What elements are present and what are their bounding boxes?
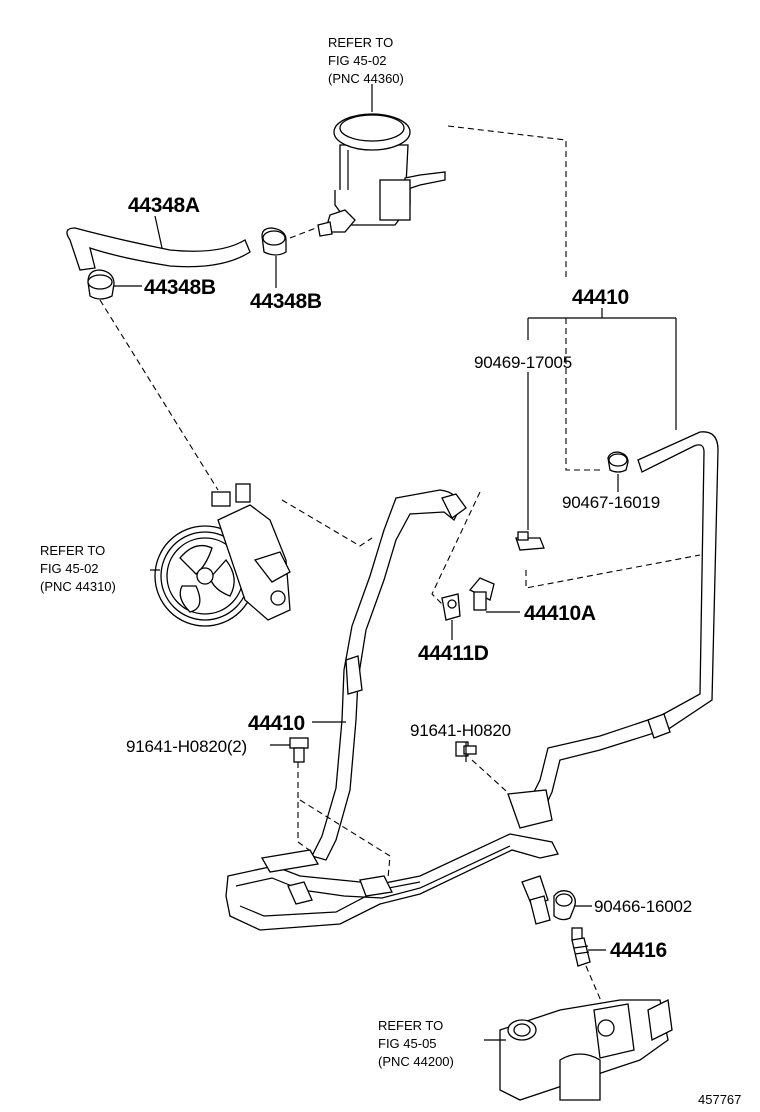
ref-pump-line3: (PNC 44310)	[40, 579, 116, 594]
label-44410-mid: 44410	[248, 712, 305, 735]
clamp-44348b-mid	[261, 227, 287, 256]
clip-44411d	[441, 593, 461, 621]
pressure-hose	[311, 489, 467, 861]
ref-reservoir-line1: REFER TO	[328, 35, 393, 50]
bolt-91641-left	[289, 737, 309, 763]
clamp-90467	[607, 451, 629, 473]
clamp-90466	[553, 890, 576, 921]
label-44348b-mid: 44348B	[250, 290, 322, 313]
label-44411d: 44411D	[418, 642, 489, 665]
ref-gear-line2: FIG 45-05	[378, 1036, 437, 1051]
label-90469: 90469-17005	[474, 353, 572, 372]
reservoir-tank	[317, 113, 446, 237]
ref-gear-line3: (PNC 44200)	[378, 1054, 454, 1069]
label-91641-left: 91641-H0820(2)	[126, 737, 247, 756]
label-44410-top: 44410	[572, 286, 629, 309]
clamp-90469	[515, 531, 545, 551]
dash-bolt-left	[297, 762, 313, 853]
bolt-44410a	[468, 577, 495, 611]
dash-union-gear	[585, 965, 605, 1009]
label-90466: 90466-16002	[594, 897, 692, 916]
hose-bracket	[507, 789, 553, 829]
dash-reservoir-right	[447, 125, 567, 280]
hose-44348a	[66, 227, 251, 271]
bracket-44410-top	[527, 308, 677, 430]
ref-reservoir-line2: FIG 45-02	[328, 53, 387, 68]
ref-reservoir-line3: (PNC 44360)	[328, 71, 404, 86]
ref-pump: REFER TO FIG 45-02 (PNC 44310)	[40, 543, 116, 594]
dash-right-lower	[525, 554, 701, 589]
label-44416: 44416	[610, 939, 667, 962]
label-44410a: 44410A	[524, 602, 596, 625]
steering-gear	[499, 999, 673, 1101]
dash-bolt-left-2	[299, 799, 391, 879]
dash-clamp-pump	[99, 299, 219, 491]
figure-id: 457767	[698, 1092, 741, 1107]
label-44348b-left: 44348B	[144, 276, 216, 299]
dash-pump-hose	[281, 499, 373, 547]
ref-reservoir: REFER TO FIG 45-02 (PNC 44360)	[328, 35, 404, 86]
ref-gear-line1: REFER TO	[378, 1018, 443, 1033]
bolt-91641-right	[455, 741, 477, 757]
ref-gear: REFER TO FIG 45-05 (PNC 44200)	[378, 1018, 454, 1069]
dash-bolt	[431, 491, 481, 613]
ref-pump-line1: REFER TO	[40, 543, 105, 558]
label-91641-right: 91641-H0820	[410, 721, 511, 740]
ref-pump-line2: FIG 45-02	[40, 561, 99, 576]
leader-44348a	[154, 215, 163, 249]
clamp-44348b-left	[87, 269, 115, 300]
union-44416	[571, 927, 591, 967]
dash-right-clamp	[565, 318, 600, 471]
label-90467: 90467-16019	[562, 493, 660, 512]
power-steering-pump	[154, 483, 291, 627]
label-44348a: 44348A	[128, 194, 200, 217]
dash-clamp-reservoir	[289, 227, 317, 239]
lower-hose-assembly	[225, 833, 559, 931]
